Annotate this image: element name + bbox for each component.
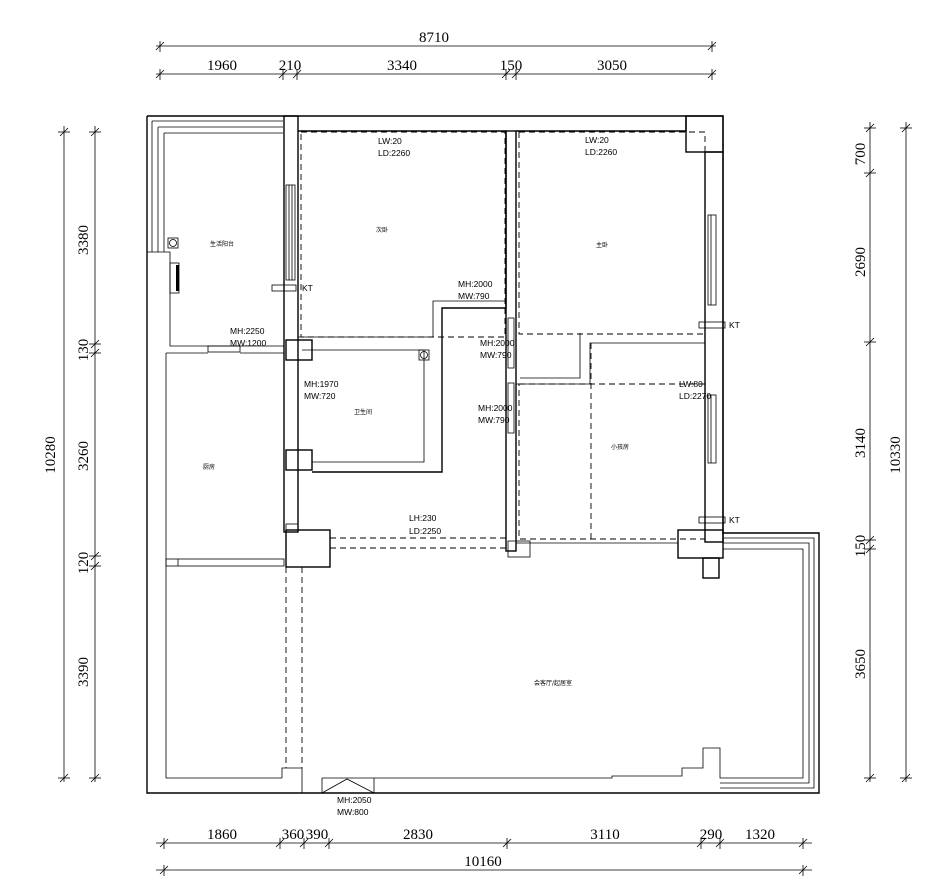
- note-door-mh-3: MH:2000: [478, 403, 513, 413]
- dim-top-2: 210: [279, 58, 302, 74]
- dim-left-1: 3380: [76, 225, 92, 255]
- floor-drain-icon: [418, 349, 430, 361]
- note-kitchen-mh: MH:2250: [230, 326, 265, 336]
- room-labels: 生活阳台 次卧 主卧 卫生间 厨房 小孩房 会客厅/起居室: [203, 226, 629, 687]
- note-kt-2: KT: [729, 320, 740, 330]
- dim-bottom-total: 10160: [464, 854, 502, 870]
- entry-door: [321, 778, 375, 794]
- room-label-balcony: 生活阳台: [210, 240, 234, 248]
- dim-left-3: 3260: [76, 441, 92, 471]
- dim-bottom-3: 390: [306, 827, 329, 843]
- ac-unit-icon-1: [271, 284, 297, 292]
- note-child-lw: LW:80: [679, 379, 703, 389]
- note-child-ld: LD:2270: [679, 391, 711, 401]
- washing-machine-icon: [167, 237, 179, 249]
- ac-unit-icon-2: [698, 321, 726, 329]
- dim-right-total: 10330: [888, 436, 904, 474]
- dim-bottom-7: 1320: [745, 827, 775, 843]
- dim-left-2: 130: [76, 339, 92, 362]
- note-door-mh-1: MH:2000: [458, 279, 493, 289]
- note-kt-1: KT: [302, 283, 313, 293]
- dim-top-4: 150: [500, 58, 523, 74]
- note-second-ld: LD:2260: [378, 148, 410, 158]
- note-bath-mh: MH:1970: [304, 379, 339, 389]
- dim-bottom-5: 3110: [590, 827, 619, 843]
- room-label-master-bedroom: 主卧: [596, 241, 608, 249]
- dashed-reference-lines: [285, 131, 706, 768]
- note-living-lh: LH:230: [409, 513, 437, 523]
- note-door-mw-2: MW:790: [480, 350, 512, 360]
- dimension-labels: 8710 1960 210 3340 150 3050 1860 360 390…: [43, 30, 904, 870]
- dim-top-3: 3340: [387, 58, 417, 74]
- note-door-mw-3: MW:790: [478, 415, 510, 425]
- exterior-walls: [146, 115, 820, 794]
- ac-unit-icon-3: [698, 516, 726, 524]
- note-entry-mh: MH:2050: [337, 795, 372, 805]
- room-label-kitchen: 厨房: [203, 463, 215, 471]
- dim-bottom-2: 360: [282, 827, 305, 843]
- opening-annotations: LW:20 LD:2260 LW:20 LD:2260 MH:2000 MW:7…: [230, 135, 740, 817]
- dim-top-total: 8710: [419, 30, 449, 46]
- dim-bottom-4: 2830: [403, 827, 433, 843]
- dim-top-1: 1960: [207, 58, 237, 74]
- dim-left-total: 10280: [43, 436, 59, 474]
- dim-top-5: 3050: [597, 58, 627, 74]
- dim-left-4: 120: [76, 552, 92, 575]
- dim-left-5: 3390: [76, 657, 92, 687]
- interior-walls: [165, 115, 724, 579]
- note-master-lw: LW:20: [585, 135, 609, 145]
- note-door-mw-1: MW:790: [458, 291, 490, 301]
- note-kt-3: KT: [729, 515, 740, 525]
- note-entry-mw: MW:800: [337, 807, 369, 817]
- room-label-second-bedroom: 次卧: [376, 226, 388, 234]
- note-bath-mw: MW:720: [304, 391, 336, 401]
- room-label-child-room: 小孩房: [611, 443, 629, 451]
- dimension-lines: [58, 41, 912, 876]
- note-door-mh-2: MH:2000: [480, 338, 515, 348]
- room-label-bathroom: 卫生间: [354, 408, 372, 416]
- dim-right-4: 150: [853, 535, 869, 558]
- dim-right-3: 3140: [853, 428, 869, 458]
- dim-bottom-1: 1860: [207, 827, 237, 843]
- note-master-ld: LD:2260: [585, 147, 617, 157]
- fixtures: [167, 237, 726, 524]
- dim-right-2: 2690: [853, 247, 869, 277]
- note-kitchen-mw: MW:1200: [230, 338, 266, 348]
- note-living-ld: LD:2250: [409, 526, 441, 536]
- dim-right-1: 700: [853, 143, 869, 166]
- dim-bottom-6: 290: [700, 827, 723, 843]
- room-label-living-room: 会客厅/起居室: [534, 679, 572, 687]
- note-second-lw: LW:20: [378, 136, 402, 146]
- dim-right-5: 3650: [853, 649, 869, 679]
